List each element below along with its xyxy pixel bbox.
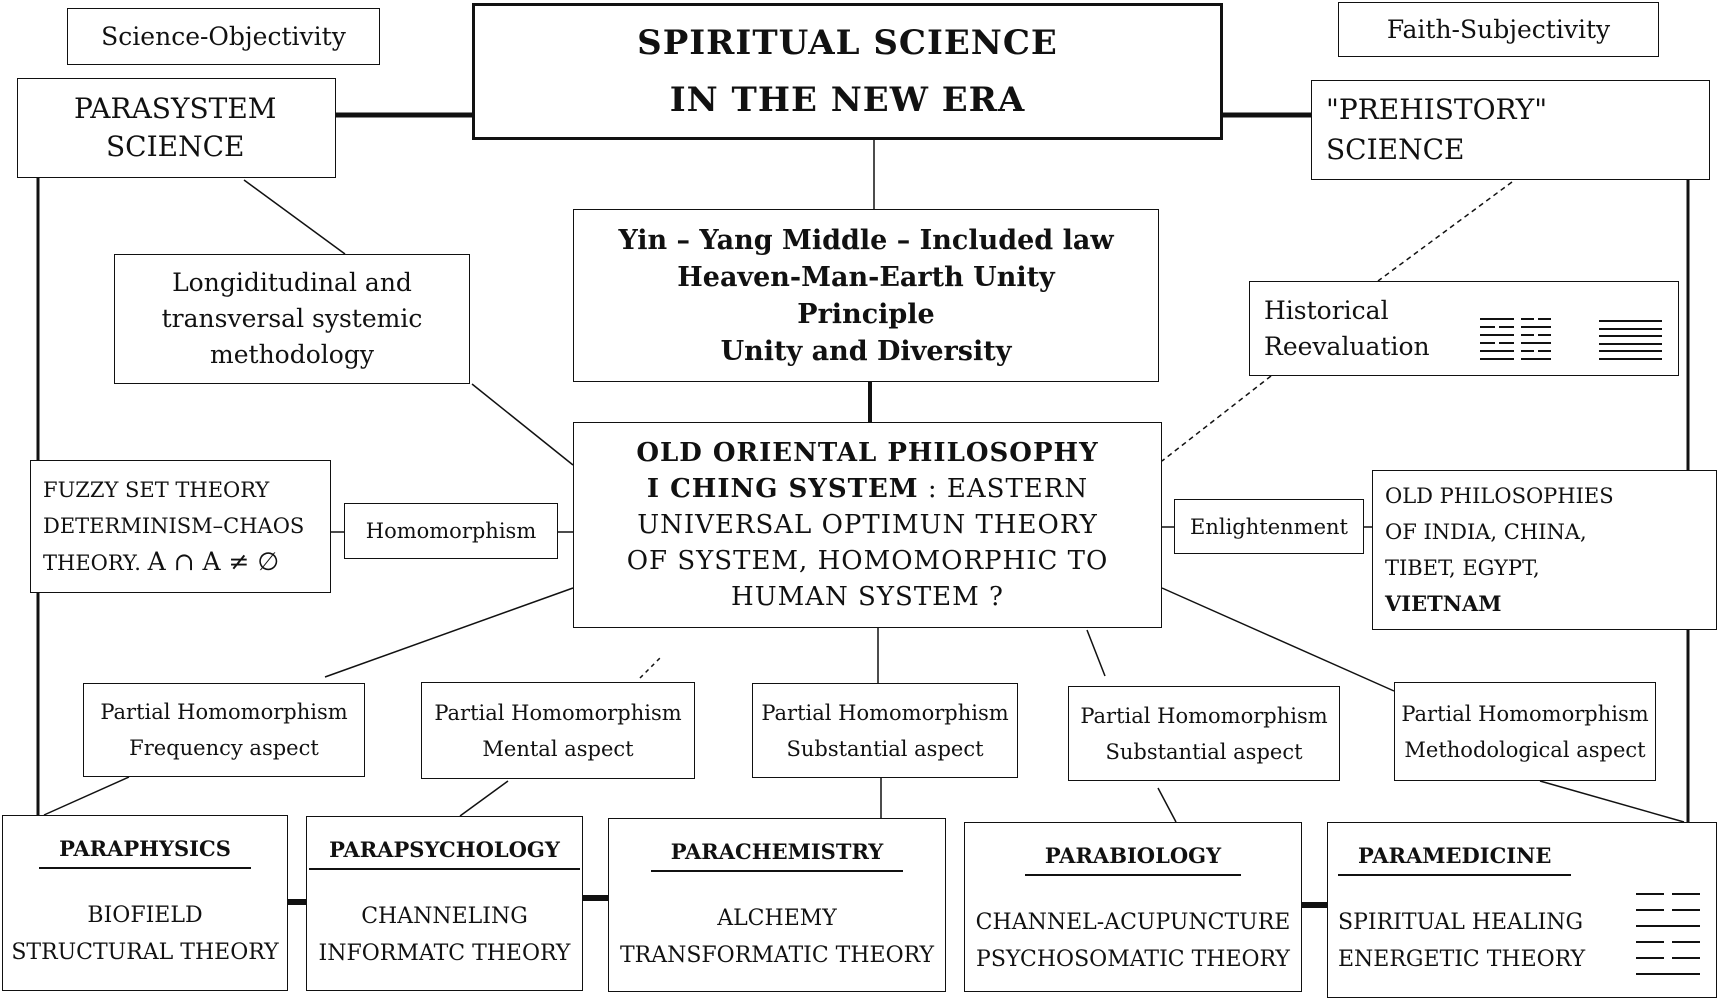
philosophies-line-4: VIETNAM [1385, 591, 1502, 616]
title-box: SPIRITUAL SCIENCE IN THE NEW ERA [472, 3, 1223, 140]
partial-mental-box: Partial Homomorphism Mental aspect [421, 682, 695, 779]
central-line-2-bold: I CHING SYSTEM [646, 474, 919, 504]
fuzzy-line-2: DETERMINISM–CHAOS [43, 514, 305, 538]
partial-frequency-box: Partial Homomorphism Frequency aspect [83, 683, 365, 777]
parachemistry-box: PARACHEMISTRY ALCHEMY TRANSFORMATIC THEO… [608, 818, 946, 992]
prehistory-line-2: SCIENCE [1326, 133, 1465, 166]
partial-frequency-aspect: Frequency aspect [129, 736, 319, 760]
faith-subjectivity-text: Faith-Subjectivity [1386, 14, 1611, 44]
partial-substantial-box-1: Partial Homomorphism Substantial aspect [752, 683, 1018, 778]
parasystem-line-1: PARASYSTEM [74, 92, 277, 125]
parachemistry-line-1: ALCHEMY [717, 906, 837, 931]
methodology-box: Longiditudinal and transversal systemic … [114, 254, 470, 384]
parachemistry-title: PARACHEMISTRY [650, 839, 904, 872]
philosophies-line-2: OF INDIA, CHINA, [1385, 520, 1587, 544]
principles-line-2: Heaven-Man-Earth Unity [677, 261, 1055, 293]
partial-mental-aspect: Mental aspect [482, 736, 634, 761]
paraphysics-box: PARAPHYSICS BIOFIELD STRUCTURAL THEORY [2, 815, 288, 991]
principles-line-3: Principle [797, 298, 935, 330]
partial-substantial-1-title: Partial Homomorphism [761, 700, 1009, 725]
title-line-1: SPIRITUAL SCIENCE [637, 22, 1058, 63]
paraphysics-line-2: STRUCTURAL THEORY [11, 940, 279, 965]
principles-line-4: Unity and Diversity [720, 335, 1012, 367]
parabiology-title: PARABIOLOGY [1024, 843, 1242, 876]
enlightenment-text: Enlightenment [1190, 514, 1348, 539]
methodology-line-3: methodology [210, 340, 374, 369]
paramedicine-title: PARAMEDICINE [1338, 843, 1572, 876]
paramedicine-line-1: SPIRITUAL HEALING [1338, 910, 1584, 935]
partial-substantial-1-aspect: Substantial aspect [786, 736, 984, 761]
hexagram-icon [1636, 893, 1700, 975]
parapsychology-line-1: CHANNELING [361, 904, 528, 929]
prehistory-science-box: "PREHISTORY" SCIENCE [1311, 80, 1710, 180]
parapsychology-line-2: INFORMATC THEORY [318, 941, 571, 966]
faith-subjectivity-label: Faith-Subjectivity [1338, 2, 1659, 57]
paraphysics-line-1: BIOFIELD [87, 903, 203, 928]
partial-methodological-box: Partial Homomorphism Methodological aspe… [1394, 682, 1656, 781]
philosophies-line-1: OLD PHILOSOPHIES [1385, 484, 1614, 508]
central-line-4: OF SYSTEM, HOMOMORPHIC TO [626, 546, 1109, 576]
fuzzy-formula: A ∩ A ≠ ∅ [147, 547, 280, 576]
partial-mental-title: Partial Homomorphism [434, 700, 682, 725]
parasystem-science-box: PARASYSTEM SCIENCE [17, 78, 336, 178]
parabiology-box: PARABIOLOGY CHANNEL-ACUPUNCTURE PSYCHOSO… [964, 822, 1302, 992]
partial-substantial-2-title: Partial Homomorphism [1080, 703, 1328, 728]
paramedicine-line-2: ENERGETIC THEORY [1338, 947, 1586, 972]
methodology-line-2: transversal systemic [161, 304, 423, 333]
parapsychology-title: PARAPSYCHOLOGY [309, 837, 580, 870]
central-philosophy-box: OLD ORIENTAL PHILOSOPHY I CHING SYSTEM :… [573, 422, 1162, 628]
prehistory-line-1: "PREHISTORY" [1326, 93, 1548, 126]
parabiology-line-2: PSYCHOSOMATIC THEORY [976, 947, 1290, 972]
fuzzy-line-3: THEORY. [43, 551, 141, 575]
partial-methodological-aspect: Methodological aspect [1404, 737, 1646, 762]
partial-frequency-title: Partial Homomorphism [100, 700, 348, 724]
principles-box: Yin – Yang Middle – Included law Heaven-… [573, 209, 1159, 382]
central-line-5: HUMAN SYSTEM ? [731, 582, 1004, 612]
science-objectivity-label: Science-Objectivity [67, 8, 380, 65]
principles-line-1: Yin – Yang Middle – Included law [618, 224, 1114, 256]
partial-substantial-2-aspect: Substantial aspect [1105, 739, 1303, 764]
partial-substantial-box-2: Partial Homomorphism Substantial aspect [1068, 686, 1340, 781]
historical-line-2: Reevaluation [1264, 331, 1430, 361]
partial-methodological-title: Partial Homomorphism [1401, 701, 1649, 726]
parachemistry-line-2: TRANSFORMATIC THEORY [619, 943, 935, 968]
homomorphism-text: Homomorphism [365, 519, 537, 543]
trigram-icon [1480, 318, 1514, 360]
science-objectivity-text: Science-Objectivity [101, 21, 346, 51]
paraphysics-title: PARAPHYSICS [39, 836, 251, 869]
title-line-2: IN THE NEW ERA [669, 79, 1026, 120]
parasystem-line-2: SCIENCE [106, 130, 245, 163]
central-line-1: OLD ORIENTAL PHILOSOPHY [636, 438, 1099, 468]
methodology-line-1: Longiditudinal and [172, 268, 412, 297]
old-philosophies-box: OLD PHILOSOPHIES OF INDIA, CHINA, TIBET,… [1372, 470, 1717, 630]
central-line-3: UNIVERSAL OPTIMUN THEORY [637, 510, 1098, 540]
central-line-2-rest: : EASTERN [918, 474, 1089, 504]
paramedicine-box: PARAMEDICINE SPIRITUAL HEALING ENERGETIC… [1327, 822, 1717, 998]
trigram-icon [1521, 318, 1551, 360]
historical-line-1: Historical [1264, 295, 1389, 325]
fuzzy-line-1: FUZZY SET THEORY [43, 478, 270, 502]
enlightenment-box: Enlightenment [1174, 499, 1364, 554]
parabiology-line-1: CHANNEL-ACUPUNCTURE [975, 910, 1291, 935]
homomorphism-box: Homomorphism [344, 503, 558, 559]
hexagram-icon [1599, 320, 1662, 360]
parapsychology-box: PARAPSYCHOLOGY CHANNELING INFORMATC THEO… [306, 816, 583, 991]
philosophies-line-3: TIBET, EGYPT, [1385, 556, 1540, 580]
fuzzy-set-box: FUZZY SET THEORY DETERMINISM–CHAOS THEOR… [30, 460, 331, 593]
